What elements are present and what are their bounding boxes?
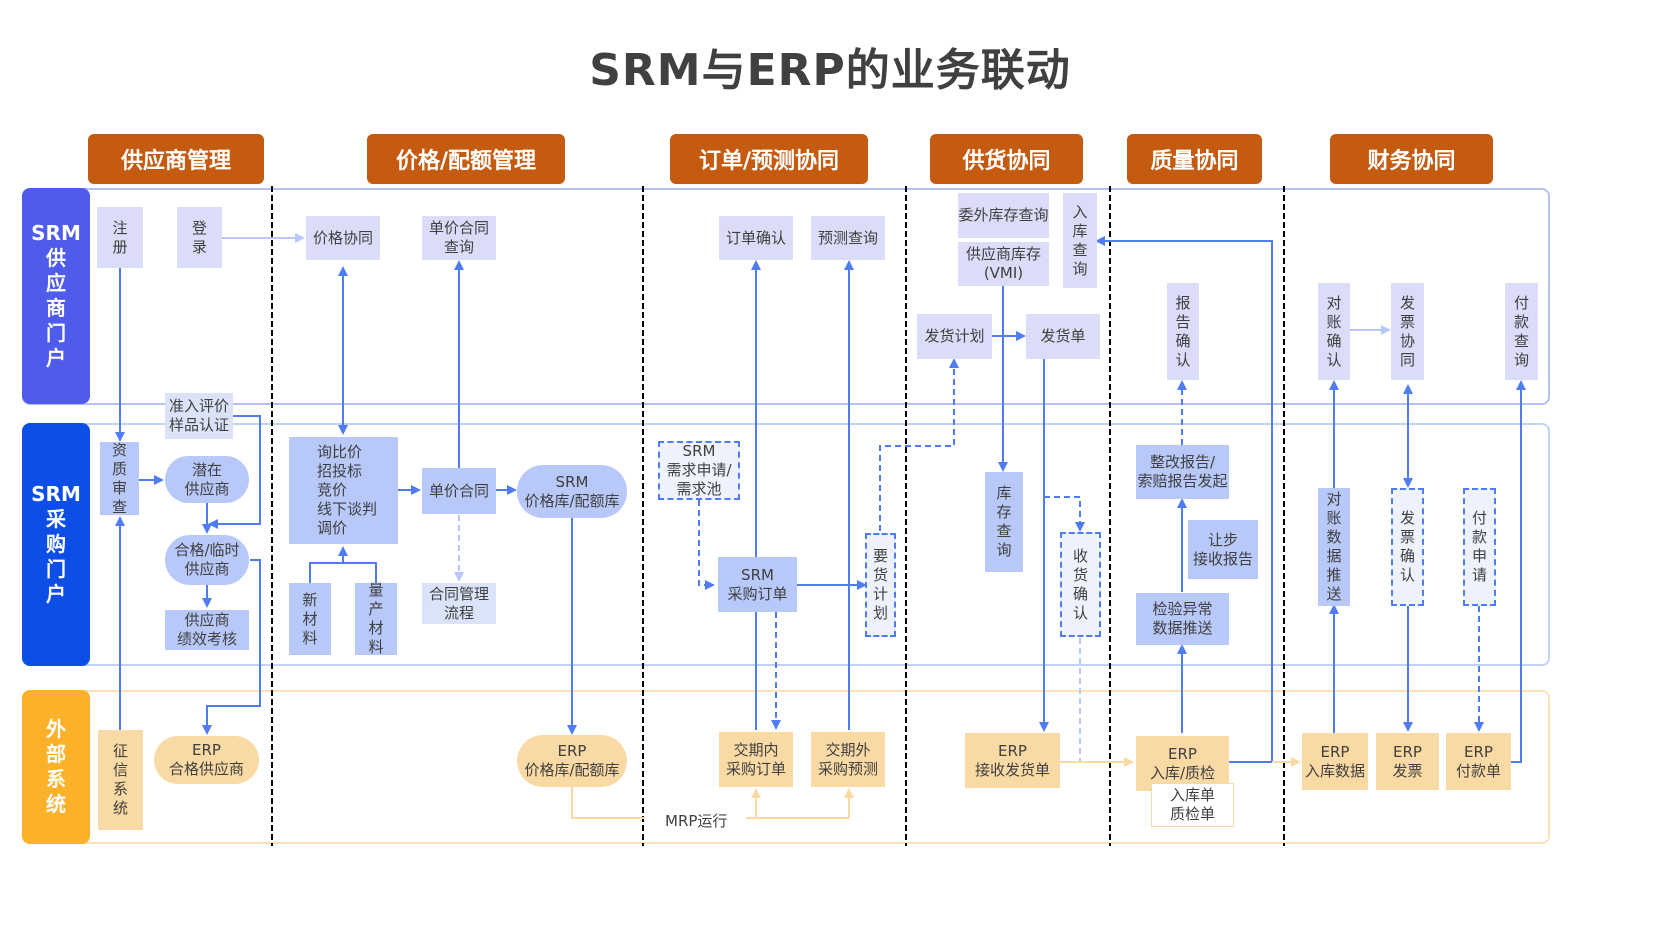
node-payment-request[interactable]: 付 款 申 请 [1463,488,1496,606]
node-srm-price-quota-library[interactable]: SRM 价格库/配额库 [517,465,627,518]
node-srm-demand-pool[interactable]: SRM 需求申请/ 需求池 [658,441,740,500]
node-stock-query[interactable]: 库 存 查 询 [985,472,1023,572]
node-unit-contract[interactable]: 单价合同 [422,468,496,514]
category-supply-collab: 供货协同 [930,134,1083,184]
node-payment-query[interactable]: 付 款 查 询 [1505,283,1538,380]
node-credit-system[interactable]: 征 信 系 统 [98,730,143,830]
node-erp-price-quota-library[interactable]: ERP 价格库/配额库 [517,735,627,787]
node-consignment-stock-query[interactable]: 委外库存查询 [958,193,1049,238]
node-concession-report[interactable]: 让步 接收报告 [1188,520,1258,579]
node-receipt-confirmation[interactable]: 收 货 确 认 [1060,532,1101,637]
node-order-confirmation[interactable]: 订单确认 [719,216,793,260]
node-report-confirmation[interactable]: 报 告 确 认 [1167,283,1199,380]
node-sourcing-methods[interactable]: 询比价 招投标 竞价 线下谈判 调价 [289,437,398,544]
arrow-to-receipt-confirm [1044,496,1085,532]
node-potential-supplier[interactable]: 潜在 供应商 [165,456,249,503]
arrow-qualified-to-erp [202,559,261,735]
node-unit-contract-query[interactable]: 单价合同 查询 [422,216,496,260]
node-erp-receive-shipping-note[interactable]: ERP 接收发货单 [965,733,1060,788]
node-qualified-supplier[interactable]: 合格/临时 供应商 [165,535,249,585]
node-invoice-collaboration[interactable]: 发 票 协 同 [1391,283,1424,380]
node-price-collaboration[interactable]: 价格协同 [306,216,380,260]
node-admission-evaluation[interactable]: 准入评价 样品认证 [165,393,233,439]
node-inspection-exception-push[interactable]: 检验异常 数据推送 [1136,593,1229,645]
node-inbound-query[interactable]: 入 库 查 询 [1063,193,1097,288]
lane-label-supplier-portal: SRM 供 应 商 门 户 [22,188,90,404]
arrow-admission-to-qualified [208,415,261,529]
node-rectify-claim-report[interactable]: 整改报告/ 索赔报告发起 [1136,445,1229,499]
node-inbound-qc-documents[interactable]: 入库单 质检单 [1151,783,1234,827]
category-finance-collab: 财务协同 [1330,134,1493,184]
node-delivery-request-plan[interactable]: 要 货 计 划 [865,533,896,637]
node-shipping-plan[interactable]: 发货计划 [917,314,992,359]
page-title: SRM与ERP的业务联动 [589,45,1071,96]
node-out-lead-time-forecast[interactable]: 交期外 采购预测 [811,732,885,787]
node-qualification-review[interactable]: 资 质 审 查 [100,441,139,516]
arrow-delivery-request-to-ship-plan [879,358,959,531]
connector-erp-lib-to-mrp [571,787,645,819]
node-in-lead-time-po[interactable]: 交期内 采购订单 [719,732,793,787]
node-shipping-note[interactable]: 发货单 [1026,314,1100,359]
category-quality-collab: 质量协同 [1127,134,1262,184]
node-erp-qualified-supplier[interactable]: ERP 合格供应商 [154,736,259,784]
node-erp-inbound-qc[interactable]: ERP 入库/质检 [1136,736,1229,791]
lane-label-external-systems: 外 部 系 统 [22,690,90,844]
node-supplier-performance[interactable]: 供应商 绩效考核 [165,610,249,650]
node-reconciliation-data-push[interactable]: 对 账 数 据 推 送 [1318,488,1350,606]
node-forecast-query[interactable]: 预测查询 [811,216,885,260]
node-erp-payment[interactable]: ERP 付款单 [1446,733,1511,790]
arrow-erp-to-inbound-query [1095,236,1273,763]
node-mass-production-material[interactable]: 量 产 材 料 [355,581,397,656]
node-new-material[interactable]: 新 材 料 [289,583,331,655]
node-vmi-stock[interactable]: 供应商库存 (VMI) [958,242,1049,286]
node-register[interactable]: 注 册 [97,207,143,268]
node-erp-invoice[interactable]: ERP 发票 [1376,733,1439,790]
node-reconciliation-confirm[interactable]: 对 账 确 认 [1318,283,1350,380]
node-srm-purchase-order[interactable]: SRM 采购订单 [718,557,797,612]
node-invoice-confirmation[interactable]: 发 票 确 认 [1391,488,1424,606]
column-dividers [271,186,1285,846]
category-price-quota-management: 价格/配额管理 [367,134,565,184]
arrow-demand-to-po [698,500,715,590]
lane-label-purchase-portal: SRM 采 购 门 户 [22,423,90,666]
node-login[interactable]: 登 录 [177,207,222,268]
category-order-forecast-collab: 订单/预测协同 [670,134,868,184]
label-mrp-run: MRP运行 [665,812,728,830]
node-contract-management-flow[interactable]: 合同管理 流程 [422,583,496,624]
category-supplier-management: 供应商管理 [88,134,264,184]
node-erp-inbound-data[interactable]: ERP 入库数据 [1302,733,1368,790]
arrow-erp-payment-to-query [1510,380,1526,763]
